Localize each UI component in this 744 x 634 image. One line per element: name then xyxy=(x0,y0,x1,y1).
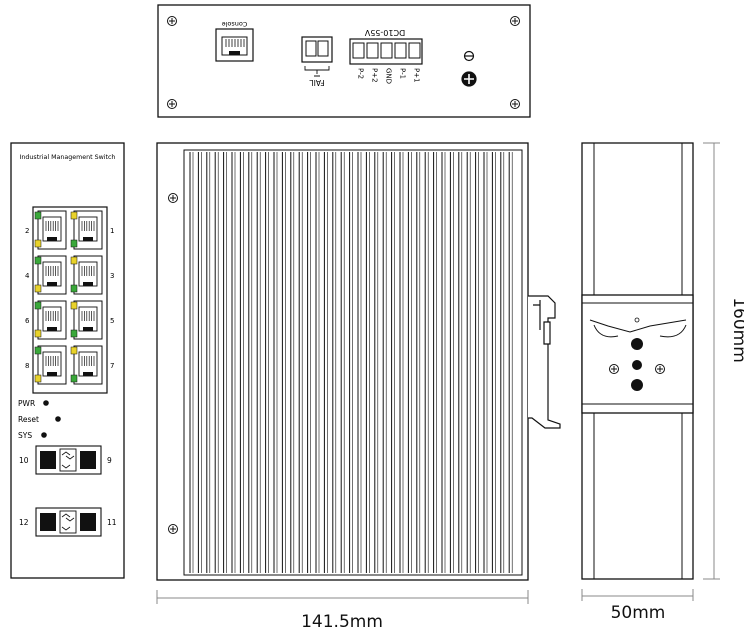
rj45-port xyxy=(70,210,103,250)
terminal-label: P+2 xyxy=(371,68,379,83)
indicator-dot xyxy=(41,432,47,438)
port-number: 3 xyxy=(110,272,114,280)
sfp-ports: 10 9 12 11 xyxy=(19,445,117,537)
port-led xyxy=(34,256,42,265)
port-led xyxy=(70,256,78,265)
rj45-port xyxy=(34,210,67,250)
terminal-label: GND xyxy=(385,68,393,84)
console-port: Console xyxy=(215,20,254,62)
side-view xyxy=(156,142,561,581)
port-led xyxy=(70,211,78,220)
terminal-label: P+1 xyxy=(413,68,421,83)
top-view: Console FAIL DC10-55V P-2 P+2 GND P-1 P+1 xyxy=(157,4,531,118)
dimension-width: 141.5mm xyxy=(301,612,383,632)
side-panel-screws xyxy=(168,193,178,534)
din-rail-clip xyxy=(528,295,561,429)
console-label: Console xyxy=(222,20,248,28)
terminal-label: P-1 xyxy=(399,68,407,79)
terminal-labels: P-2 P+2 GND P-1 P+1 xyxy=(357,68,421,84)
port-led xyxy=(34,284,42,293)
rj45-port xyxy=(34,345,67,385)
port-led xyxy=(34,374,42,383)
rj45-port xyxy=(34,300,67,340)
sfp-port-number: 11 xyxy=(107,518,117,527)
port-led xyxy=(70,346,78,355)
indicator-dot xyxy=(43,400,49,406)
port-led xyxy=(70,374,78,383)
indicator-label: Reset xyxy=(18,415,39,424)
top-panel-outline xyxy=(157,4,531,118)
port-number: 1 xyxy=(110,227,114,235)
indicator-label: SYS xyxy=(18,431,32,440)
terminal-label: P-2 xyxy=(357,68,365,79)
port-led xyxy=(70,329,78,338)
rear-mount-holes xyxy=(609,338,665,391)
port-led xyxy=(70,239,78,248)
din-rail-bracket xyxy=(581,294,694,414)
sfp-port-number: 9 xyxy=(107,456,112,465)
indicator-dot xyxy=(55,416,61,422)
indicator-label: PWR xyxy=(18,399,35,408)
heatsink-fins xyxy=(183,149,523,576)
top-panel-screws xyxy=(167,16,520,109)
port-number: 8 xyxy=(25,362,29,370)
rj45-port xyxy=(70,345,103,385)
rj45-port xyxy=(70,300,103,340)
fault-label: FAIL xyxy=(309,78,325,87)
sfp-port-number: 12 xyxy=(19,518,29,527)
port-led xyxy=(34,329,42,338)
rj45-port-numbers: 2 1 4 3 6 5 8 7 xyxy=(25,227,114,370)
dimension-depth: 50mm xyxy=(611,603,666,623)
dimension-lines xyxy=(156,142,720,604)
rj45-ports xyxy=(34,210,103,385)
power-label: DC10-55V xyxy=(364,28,405,37)
front-view: Industrial Management Switch 2 1 4 3 6 5 8 7 PW… xyxy=(10,142,125,579)
port-led xyxy=(34,239,42,248)
port-led xyxy=(34,211,42,220)
port-number: 2 xyxy=(25,227,29,235)
ground-screw-icon xyxy=(461,50,477,87)
front-panel-title: Industrial Management Switch xyxy=(20,154,116,161)
port-led xyxy=(34,301,42,310)
port-led xyxy=(34,346,42,355)
power-terminal-block: DC10-55V P-2 P+2 GND P-1 P+1 xyxy=(349,28,423,84)
fault-relay-terminal: FAIL xyxy=(301,36,333,87)
port-led xyxy=(70,284,78,293)
port-number: 4 xyxy=(25,272,30,280)
rear-view xyxy=(581,142,694,580)
sfp-port-pair xyxy=(35,507,102,537)
port-number: 6 xyxy=(25,317,30,325)
port-number: 5 xyxy=(110,317,114,325)
sfp-port-pair xyxy=(35,445,102,475)
rj45-port xyxy=(34,255,67,295)
dimension-height: 160mm xyxy=(729,297,744,363)
port-number: 7 xyxy=(110,362,114,370)
rj45-port xyxy=(70,255,103,295)
sfp-port-number: 10 xyxy=(19,456,29,465)
port-led xyxy=(70,301,78,310)
